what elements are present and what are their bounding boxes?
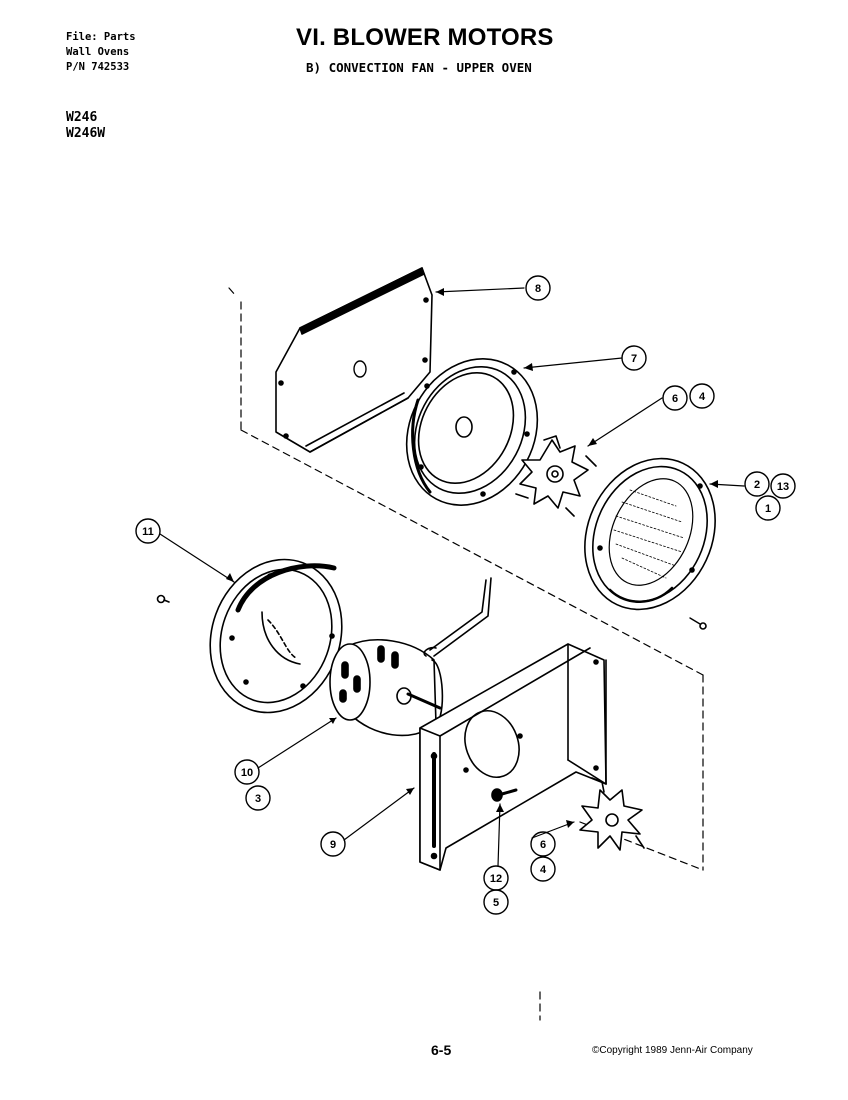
fan-shroud-ring bbox=[405, 358, 539, 506]
fan-grille bbox=[584, 457, 716, 611]
page-subtitle: B) CONVECTION FAN - UPPER OVEN bbox=[306, 60, 532, 75]
callout-5: 5 bbox=[493, 897, 499, 909]
callout-11: 11 bbox=[142, 526, 154, 538]
fan-blade-lower bbox=[579, 777, 645, 851]
callout-10: 10 bbox=[241, 767, 253, 779]
callout-13: 13 bbox=[777, 481, 789, 493]
motor-mount-ring bbox=[209, 558, 343, 714]
file-line: Wall Ovens bbox=[66, 46, 130, 58]
page-title: VI. BLOWER MOTORS bbox=[296, 24, 554, 51]
file-line: P/N 742533 bbox=[66, 61, 130, 73]
model-number: W246W bbox=[66, 126, 106, 141]
file-line: File: Parts bbox=[66, 31, 136, 43]
callout-6: 6 bbox=[672, 393, 678, 405]
callout-6-lower: 6 bbox=[540, 839, 546, 851]
callout-8: 8 bbox=[535, 283, 541, 295]
mount-nut bbox=[156, 594, 170, 604]
callout-7: 7 bbox=[631, 353, 637, 365]
page-number: 6-5 bbox=[431, 1042, 452, 1058]
callout-labels: 8 7 6 4 2 13 1 11 10 3 9 12 5 6 4 bbox=[142, 283, 789, 909]
callout-1: 1 bbox=[765, 503, 771, 515]
leader-lines bbox=[159, 287, 745, 867]
assembly-outline bbox=[228, 287, 704, 1021]
file-info: File: Parts Wall Ovens P/N 742533 bbox=[66, 30, 136, 75]
model-numbers: W246 W246W bbox=[66, 110, 105, 142]
callout-2: 2 bbox=[754, 479, 760, 491]
callout-circles bbox=[135, 275, 796, 915]
model-number: W246 bbox=[66, 110, 98, 125]
fan-blade-upper bbox=[515, 435, 597, 517]
callout-3: 3 bbox=[255, 793, 261, 805]
callout-4: 4 bbox=[699, 391, 706, 403]
copyright-notice: ©Copyright 1989 Jenn-Air Company bbox=[592, 1045, 753, 1056]
callout-4-lower: 4 bbox=[540, 864, 547, 876]
grille-screw bbox=[689, 617, 707, 630]
back-plate bbox=[275, 267, 433, 453]
callout-12: 12 bbox=[490, 873, 502, 885]
mounting-bracket bbox=[419, 643, 607, 871]
callout-9: 9 bbox=[330, 839, 336, 851]
blower-motor bbox=[329, 577, 492, 737]
